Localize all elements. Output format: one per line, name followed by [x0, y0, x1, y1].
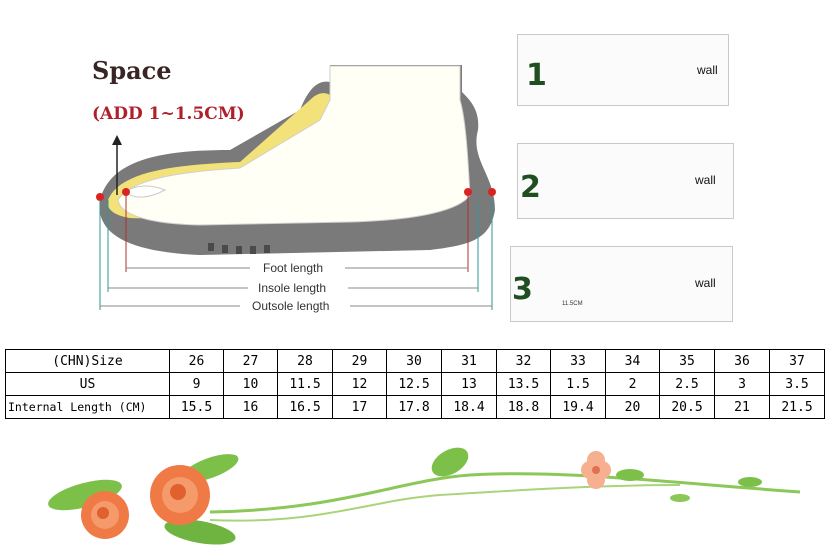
step-3-box [510, 246, 733, 322]
table-cell: 13.5 [496, 372, 551, 396]
outsole-start-point [96, 193, 104, 201]
small-flower-icon [581, 451, 611, 489]
step-1-wall-label: wall [697, 63, 718, 77]
insole-length-label: Insole length [258, 281, 327, 295]
table-cell: 31 [441, 349, 497, 373]
table-cell: 10 [223, 372, 278, 396]
table-cell: 3.5 [769, 372, 825, 396]
table-cell: 1.5 [550, 372, 606, 396]
step-3-wall-label: wall [695, 276, 716, 290]
leaf-icon [431, 447, 469, 477]
step-3-number: 3 [512, 272, 533, 307]
space-title: Space [92, 56, 172, 85]
table-cell: 2 [605, 372, 660, 396]
table-cell: 35 [659, 349, 715, 373]
table-cell: 27 [223, 349, 278, 373]
table-cell: 32 [496, 349, 551, 373]
table-cell: 16 [223, 395, 278, 419]
step-1-box [517, 34, 729, 106]
table-cell: 12.5 [386, 372, 442, 396]
table-cell: 33 [550, 349, 606, 373]
shoe-size-diagram: Space (ADD 1~1.5CM) Foot length Insole l… [92, 34, 734, 322]
table-cell: 11.5 [277, 372, 333, 396]
tread-marks [208, 243, 270, 254]
outsole-length-label: Outsole length [252, 299, 330, 313]
outsole-end-point [488, 188, 496, 196]
rose-icon [81, 491, 129, 539]
step-1-number: 1 [526, 58, 547, 93]
table-cell: 16.5 [277, 395, 333, 419]
table-cell: 20.5 [659, 395, 715, 419]
table-cell: 21 [714, 395, 770, 419]
table-cell: 26 [169, 349, 224, 373]
foot-length-label: Foot length [263, 261, 324, 275]
vine-stem [209, 472, 801, 514]
table-cell: 18.4 [441, 395, 497, 419]
table-cell: 20 [605, 395, 660, 419]
table-cell: 15.5 [169, 395, 224, 419]
leaf-icon [616, 469, 644, 481]
leaf-icon [164, 519, 236, 545]
rose-vine-decoration [48, 447, 801, 545]
space-add-note: (ADD 1~1.5CM) [92, 104, 245, 124]
table-cell: 36 [714, 349, 770, 373]
table-cell: 34 [605, 349, 660, 373]
toe-detail [124, 185, 167, 198]
step-3-ruler-mark: 11.5CM [562, 301, 583, 307]
table-cell: 2.5 [659, 372, 715, 396]
foot-shape [117, 65, 471, 226]
table-cell: 18.8 [496, 395, 551, 419]
row-header: US [5, 372, 170, 396]
table-cell: 17.8 [386, 395, 442, 419]
table-cell: 28 [277, 349, 333, 373]
table-cell: 19.4 [550, 395, 606, 419]
table-cell: 13 [441, 372, 497, 396]
row-header: Internal Length (CM) [5, 395, 170, 419]
step-2-box [517, 143, 734, 219]
table-cell: 9 [169, 372, 224, 396]
table-cell: 12 [332, 372, 387, 396]
row-header: (CHN)Size [5, 349, 170, 373]
step-2-wall-label: wall [695, 173, 716, 187]
table-cell: 21.5 [769, 395, 825, 419]
rose-icon [150, 465, 210, 525]
leaf-icon [670, 494, 690, 502]
vine-stem [209, 484, 681, 522]
table-cell: 3 [714, 372, 770, 396]
leaf-icon [48, 479, 122, 511]
foot-end-point [464, 188, 472, 196]
table-cell: 29 [332, 349, 387, 373]
table-cell: 37 [769, 349, 825, 373]
foot-start-point [122, 188, 130, 196]
leaf-icon [738, 477, 762, 487]
table-cell: 17 [332, 395, 387, 419]
space-arrow-head [112, 135, 122, 145]
table-cell: 30 [386, 349, 442, 373]
step-2-number: 2 [520, 170, 541, 205]
